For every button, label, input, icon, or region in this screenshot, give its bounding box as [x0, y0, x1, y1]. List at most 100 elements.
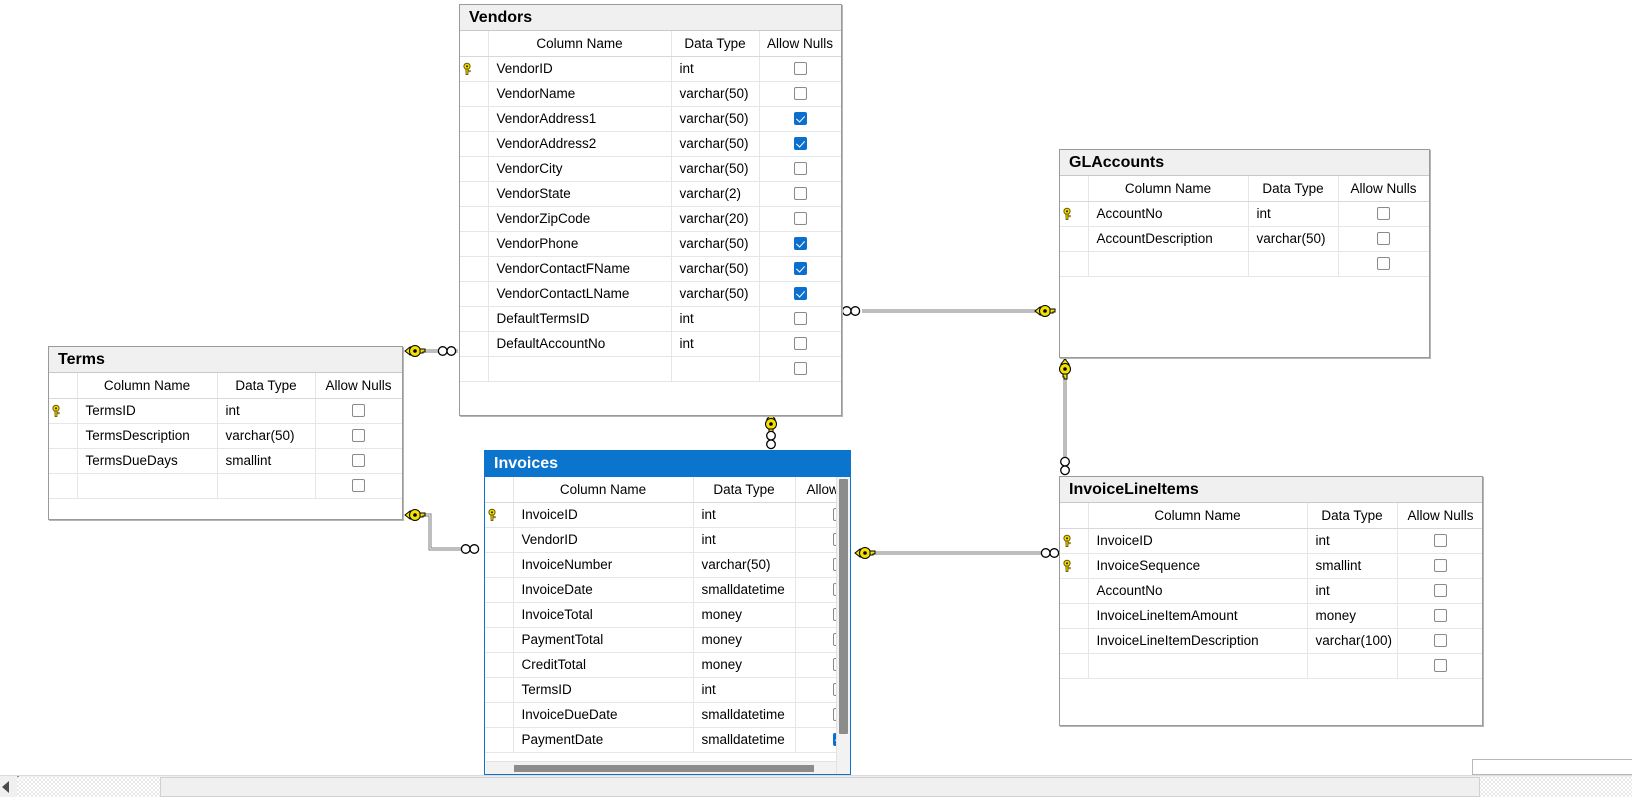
key-cell-empty[interactable]: [460, 156, 489, 182]
allow-nulls-checkbox[interactable]: [793, 361, 807, 375]
allow-nulls-checkbox[interactable]: [1434, 558, 1447, 572]
allow-nulls-cell[interactable]: [759, 81, 841, 107]
allow-nulls-cell[interactable]: [759, 331, 841, 357]
allow-nulls-checkbox[interactable]: [1434, 658, 1447, 672]
column-name-cell[interactable]: InvoiceLineItemDescription: [1088, 628, 1308, 654]
relationship-lineitems-glaccounts[interactable]: [1059, 358, 1071, 476]
key-cell-empty[interactable]: [460, 256, 489, 282]
key-cell-empty[interactable]: [1060, 603, 1089, 629]
column-name-cell[interactable]: CreditTotal: [513, 652, 694, 678]
allow-nulls-cell[interactable]: [759, 156, 841, 182]
data-type-cell[interactable]: smalldatetime: [693, 702, 796, 728]
key-cell-empty[interactable]: [460, 131, 489, 157]
column-name-cell[interactable]: VendorState: [488, 181, 672, 207]
data-type-cell[interactable]: varchar(50): [671, 156, 760, 182]
data-type-cell[interactable]: int: [693, 677, 796, 703]
key-cell-empty[interactable]: [485, 577, 514, 603]
allow-nulls-checkbox[interactable]: [793, 111, 807, 125]
allow-nulls-checkbox[interactable]: [1434, 583, 1447, 597]
column-name-cell[interactable]: AccountDescription: [1088, 226, 1249, 252]
data-type-cell[interactable]: varchar(20): [671, 206, 760, 232]
primary-key-icon[interactable]: [460, 56, 489, 82]
allow-nulls-checkbox[interactable]: [793, 311, 807, 325]
allow-nulls-checkbox[interactable]: [793, 261, 807, 275]
data-type-cell[interactable]: varchar(50): [693, 552, 796, 578]
allow-nulls-cell[interactable]: [759, 181, 841, 207]
key-cell-empty[interactable]: [460, 306, 489, 332]
data-type-cell[interactable]: varchar(50): [671, 231, 760, 257]
column-name-cell[interactable]: InvoiceID: [513, 502, 694, 528]
key-cell-empty[interactable]: [49, 423, 78, 449]
allow-nulls-checkbox[interactable]: [1434, 608, 1447, 622]
allow-nulls-cell[interactable]: [759, 356, 841, 382]
column-name-cell[interactable]: [77, 473, 218, 499]
key-cell-empty[interactable]: [49, 473, 78, 499]
key-cell-empty[interactable]: [460, 181, 489, 207]
invoices-horizontal-scroll-thumb[interactable]: [514, 765, 814, 772]
key-cell-empty[interactable]: [485, 702, 514, 728]
data-type-cell[interactable]: smalldatetime: [693, 577, 796, 603]
table-row[interactable]: [1060, 653, 1482, 679]
key-cell-empty[interactable]: [460, 106, 489, 132]
data-type-cell[interactable]: smallint: [1307, 553, 1398, 579]
primary-key-icon[interactable]: [49, 398, 78, 424]
allow-nulls-checkbox[interactable]: [1377, 256, 1390, 270]
column-name-cell[interactable]: TermsDueDays: [77, 448, 218, 474]
data-type-cell[interactable]: varchar(50): [671, 81, 760, 107]
column-name-cell[interactable]: InvoiceTotal: [513, 602, 694, 628]
primary-key-icon[interactable]: [1060, 528, 1089, 554]
allow-nulls-checkbox[interactable]: [1377, 206, 1390, 220]
allow-nulls-cell[interactable]: [1397, 628, 1482, 654]
allow-nulls-checkbox[interactable]: [1377, 231, 1390, 245]
key-cell-empty[interactable]: [485, 677, 514, 703]
allow-nulls-checkbox[interactable]: [352, 478, 365, 492]
allow-nulls-cell[interactable]: [759, 131, 841, 157]
key-cell-empty[interactable]: [460, 331, 489, 357]
key-cell-empty[interactable]: [485, 602, 514, 628]
allow-nulls-header[interactable]: Allow Nulls: [315, 373, 402, 399]
allow-nulls-cell[interactable]: [759, 281, 841, 307]
column-name-cell[interactable]: PaymentDate: [513, 727, 694, 753]
allow-nulls-cell[interactable]: [1338, 226, 1429, 252]
column-name-cell[interactable]: InvoiceDueDate: [513, 702, 694, 728]
data-type-cell[interactable]: money: [693, 652, 796, 678]
column-name-header[interactable]: Column Name: [513, 477, 694, 503]
column-name-cell[interactable]: DefaultTermsID: [488, 306, 672, 332]
data-type-cell[interactable]: varchar(50): [671, 281, 760, 307]
data-type-header[interactable]: Data Type: [217, 373, 316, 399]
allow-nulls-cell[interactable]: [1397, 603, 1482, 629]
column-name-cell[interactable]: InvoiceID: [1088, 528, 1308, 554]
data-type-cell[interactable]: varchar(100): [1307, 628, 1398, 654]
data-type-cell[interactable]: varchar(2): [671, 181, 760, 207]
key-cell-empty[interactable]: [485, 727, 514, 753]
allow-nulls-checkbox[interactable]: [793, 86, 807, 100]
column-name-header[interactable]: Column Name: [1088, 176, 1249, 202]
invoices-vertical-scrollbar[interactable]: [836, 477, 850, 774]
allow-nulls-cell[interactable]: [315, 398, 402, 424]
key-cell-empty[interactable]: [460, 281, 489, 307]
key-column-header[interactable]: [460, 31, 489, 57]
column-name-cell[interactable]: InvoiceLineItemAmount: [1088, 603, 1308, 629]
primary-key-icon[interactable]: [485, 502, 514, 528]
